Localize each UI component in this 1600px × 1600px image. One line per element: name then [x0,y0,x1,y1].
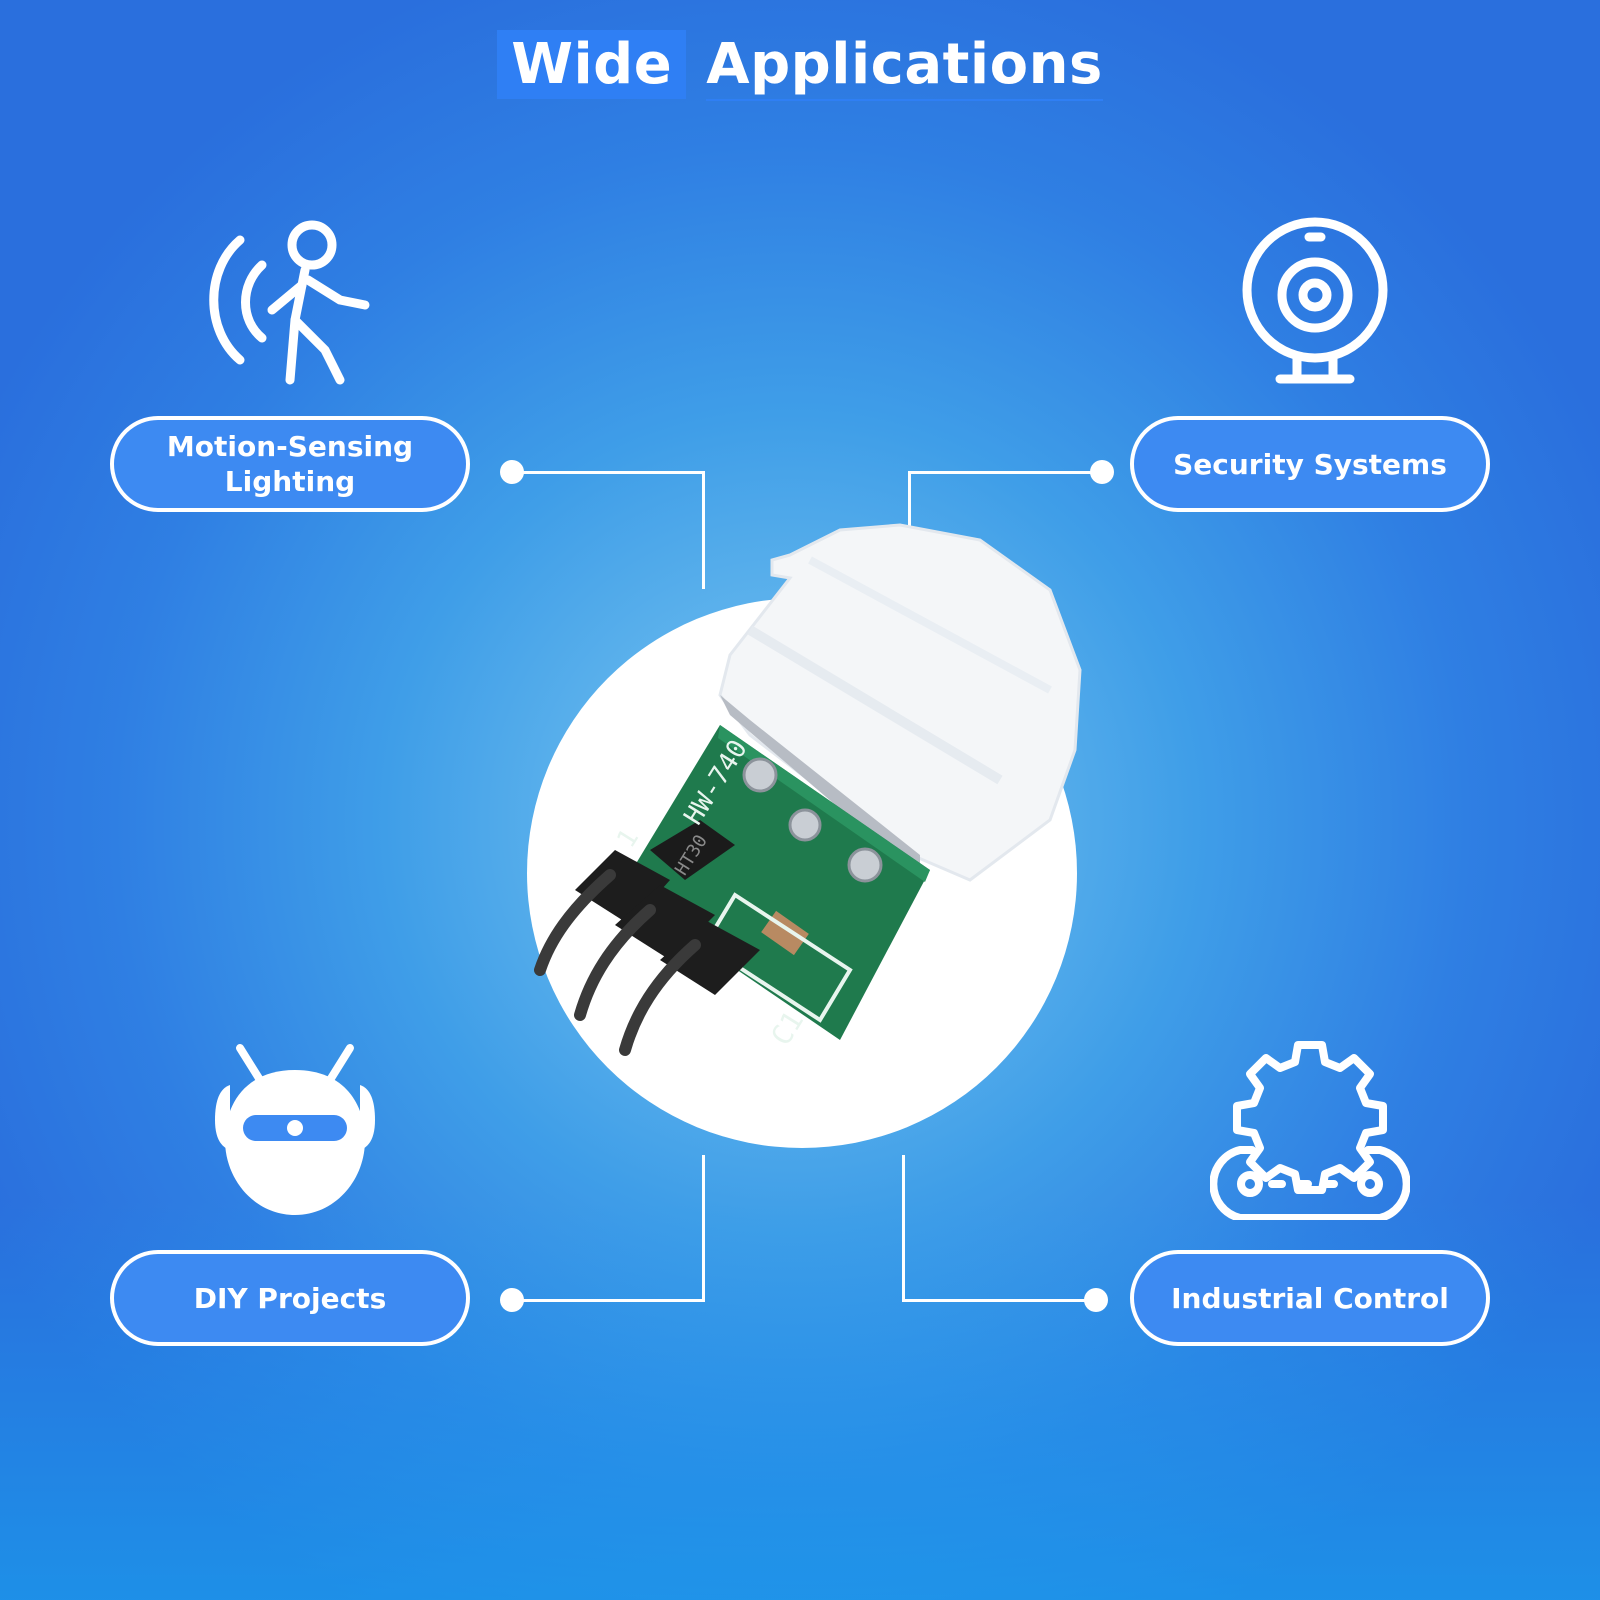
connector-line [512,471,704,474]
application-pill-motion-lighting: Motion-Sensing Lighting [110,416,470,512]
pir-sensor-module-image: HW-740 1 HT30 C1 [534,523,1082,1056]
silkscreen-label: 1 [611,824,645,853]
connector-line [908,471,911,537]
application-label: Security Systems [1173,447,1447,481]
gear-conveyor-icon [1210,1041,1410,1220]
title-word: Applications [706,30,1103,101]
walking-person-motion-icon [209,220,370,385]
page-title: Wide Applications [0,30,1600,101]
connector-line [902,1299,1096,1302]
application-label: DIY Projects [193,1281,387,1315]
webcam-icon [1242,217,1388,384]
application-label: Motion-Sensing Lighting [166,430,414,498]
connector-line [702,1155,705,1302]
application-pill-diy-projects: DIY Projects [110,1250,470,1346]
connector-line [512,1299,704,1302]
connector-line [702,471,705,589]
connector-line [902,1155,905,1302]
application-pill-industrial-control: Industrial Control [1130,1250,1490,1346]
application-label: Industrial Control [1171,1281,1449,1315]
title-word-highlight: Wide [497,30,687,99]
robot-head-icon [215,1044,375,1215]
connector-line [908,471,1102,474]
application-pill-security-systems: Security Systems [1130,416,1490,512]
